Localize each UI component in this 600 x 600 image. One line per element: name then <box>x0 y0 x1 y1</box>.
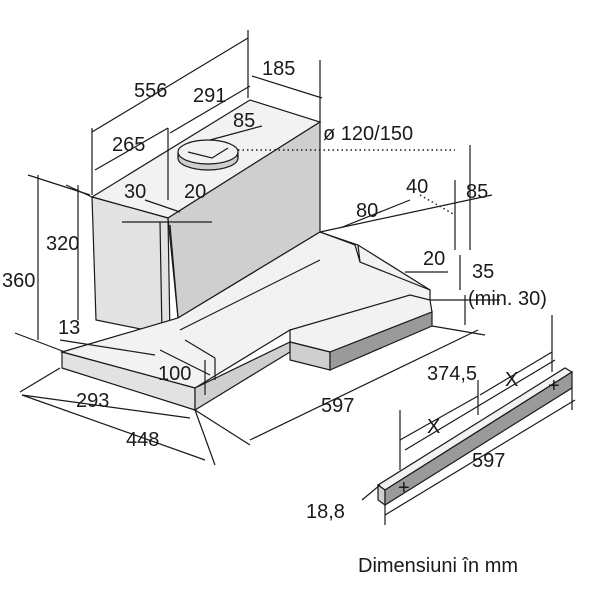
dim-duct-diameter: ø 120/150 <box>323 123 413 145</box>
dim-597-hood: 597 <box>321 395 354 417</box>
dim-20-right: 20 <box>423 248 445 270</box>
svg-text:+: + <box>548 375 560 397</box>
units-caption: Dimensiuni în mm <box>358 555 519 577</box>
dimension-lines <box>14 30 500 466</box>
dim-556: 556 <box>134 80 167 102</box>
dim-18-8: 18,8 <box>306 501 345 523</box>
hood-body <box>59 99 433 412</box>
dim-x-upper: X <box>505 369 518 391</box>
dim-291: 291 <box>193 85 226 107</box>
dim-360: 360 <box>2 270 35 292</box>
chimney-front-face <box>91 196 171 336</box>
dim-320: 320 <box>46 233 79 255</box>
dim-448: 448 <box>126 429 159 451</box>
dim-13: 13 <box>58 317 80 339</box>
front-panel: + + <box>361 315 576 525</box>
dim-80: 80 <box>356 200 378 222</box>
dim-185: 185 <box>262 58 295 80</box>
dim-374-5: 374,5 <box>427 363 477 385</box>
dim-40: 40 <box>406 176 428 198</box>
dim-293: 293 <box>76 390 109 412</box>
dim-85-top: 85 <box>233 110 255 132</box>
svg-text:+: + <box>398 477 410 499</box>
dimension-labels: 556 185 291 265 85 ø 120/150 30 20 320 3… <box>2 58 547 523</box>
dim-x-lower: X <box>427 416 440 438</box>
dim-265: 265 <box>112 134 145 156</box>
dim-30: 30 <box>124 181 146 203</box>
dim-min-30: (min. 30) <box>468 288 547 310</box>
dim-597-panel: 597 <box>472 450 505 472</box>
dim-35: 35 <box>472 261 494 283</box>
dim-20-top: 20 <box>184 181 206 203</box>
dim-85-right: 85 <box>466 181 488 203</box>
dim-100: 100 <box>158 363 191 385</box>
